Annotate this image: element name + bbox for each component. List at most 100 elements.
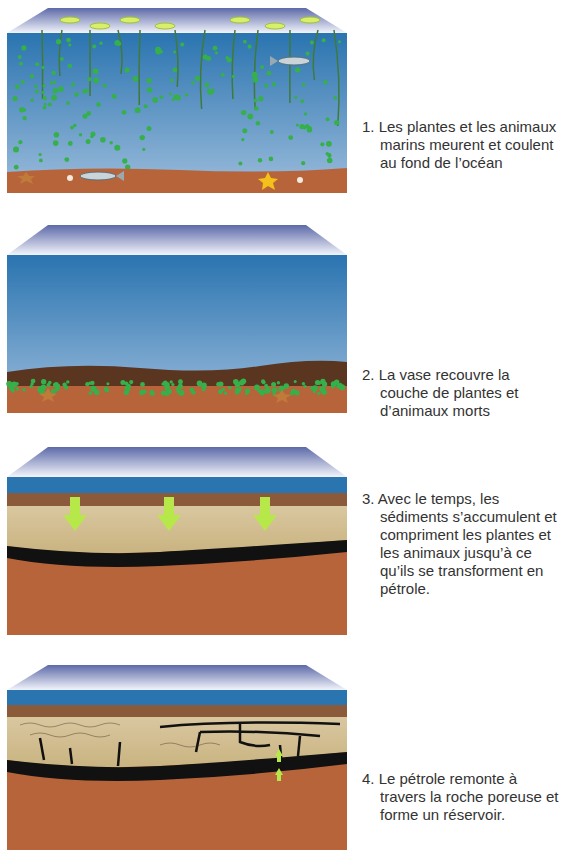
plankton-dot bbox=[39, 153, 42, 156]
plankton-dot bbox=[306, 52, 310, 56]
dead-matter-dot bbox=[304, 385, 307, 388]
dead-matter-dot bbox=[336, 383, 341, 388]
plant-stem bbox=[289, 30, 291, 103]
plankton-dot bbox=[135, 107, 141, 113]
plankton-dot bbox=[254, 99, 258, 103]
plankton-dot bbox=[144, 104, 148, 108]
plankton-dot bbox=[18, 140, 22, 144]
panel-4 bbox=[7, 665, 347, 850]
plankton-dot bbox=[299, 124, 304, 129]
dead-matter-dot bbox=[235, 388, 241, 394]
dead-matter-dot bbox=[338, 386, 341, 389]
panel-2 bbox=[6, 225, 347, 413]
plankton-dot bbox=[142, 148, 145, 151]
lily-pad bbox=[265, 23, 285, 29]
plankton-dot bbox=[215, 51, 218, 54]
plankton-dot bbox=[258, 96, 263, 101]
plankton-dot bbox=[52, 71, 56, 75]
plankton-dot bbox=[147, 126, 152, 131]
plankton-dot bbox=[66, 38, 71, 43]
plankton-dot bbox=[169, 92, 172, 95]
plankton-dot bbox=[301, 161, 305, 165]
plankton-dot bbox=[302, 83, 306, 87]
panel-1 bbox=[7, 8, 347, 193]
dead-matter-dot bbox=[277, 381, 280, 384]
plankton-dot bbox=[272, 82, 276, 86]
dead-matter-dot bbox=[106, 382, 109, 385]
dead-matter-dot bbox=[218, 381, 223, 386]
plant-stem bbox=[175, 30, 178, 87]
dead-matter-dot bbox=[89, 392, 92, 395]
plankton-dot bbox=[23, 108, 27, 112]
plankton-dot bbox=[39, 159, 43, 163]
plankton-dot bbox=[294, 96, 297, 99]
step-caption: 1. Les plantes et les animaux marins meu… bbox=[362, 118, 562, 172]
plankton-dot bbox=[248, 45, 252, 49]
plankton-dot bbox=[328, 154, 332, 158]
plankton-dot bbox=[79, 133, 82, 136]
plankton-dot bbox=[323, 80, 327, 84]
dead-matter-dot bbox=[322, 382, 327, 387]
dead-matter-dot bbox=[140, 382, 145, 387]
dead-matter-dot bbox=[22, 388, 26, 392]
plankton-dot bbox=[295, 67, 300, 72]
dead-matter-dot bbox=[124, 390, 129, 395]
dead-matter-dot bbox=[315, 380, 320, 385]
dead-matter-dot bbox=[191, 390, 195, 394]
dead-matter-dot bbox=[142, 390, 146, 394]
plankton-dot bbox=[70, 126, 74, 130]
dead-matter-dot bbox=[228, 386, 232, 390]
dead-matter-dot bbox=[179, 390, 185, 396]
dead-matter-dot bbox=[41, 385, 47, 391]
plankton-dot bbox=[155, 47, 161, 53]
plankton-dot bbox=[125, 68, 130, 73]
plankton-dot bbox=[51, 95, 57, 101]
plankton-dot bbox=[48, 102, 52, 106]
plankton-dot bbox=[114, 40, 120, 46]
dead-matter-dot bbox=[178, 380, 183, 385]
dead-matter-dot bbox=[163, 381, 168, 386]
lily-pad bbox=[155, 23, 175, 29]
plankton-dot bbox=[74, 92, 79, 97]
plankton-dot bbox=[22, 116, 26, 120]
lily-pad bbox=[60, 17, 80, 23]
step-caption: 3. Avec le temps, les sédiments s’accumu… bbox=[362, 490, 562, 598]
dead-matter-dot bbox=[272, 388, 278, 394]
plankton-dot bbox=[320, 142, 324, 146]
plankton-dot bbox=[238, 161, 242, 165]
plankton-dot bbox=[92, 45, 96, 49]
plankton-dot bbox=[260, 65, 264, 69]
plankton-dot bbox=[326, 117, 330, 121]
plankton-dot bbox=[264, 84, 268, 88]
plankton-dot bbox=[60, 57, 64, 61]
plankton-dot bbox=[221, 73, 225, 77]
dead-matter-dot bbox=[271, 382, 276, 387]
plankton-dot bbox=[21, 80, 25, 84]
plankton-dot bbox=[267, 71, 272, 76]
plankton-dot bbox=[68, 141, 73, 146]
plankton-dot bbox=[35, 62, 39, 66]
plankton-dot bbox=[117, 42, 121, 46]
plankton-dot bbox=[53, 81, 56, 84]
plankton-dot bbox=[68, 64, 73, 69]
plankton-dot bbox=[322, 38, 326, 42]
plankton-dot bbox=[256, 121, 261, 126]
plankton-dot bbox=[12, 96, 17, 101]
plankton-dot bbox=[133, 76, 139, 82]
plant-stem bbox=[232, 30, 235, 99]
plankton-dot bbox=[30, 99, 33, 102]
dead-matter-dot bbox=[294, 390, 299, 395]
plankton-dot bbox=[253, 77, 259, 83]
plankton-dot bbox=[15, 84, 20, 89]
dead-matter-dot bbox=[294, 380, 297, 383]
dead-matter-dot bbox=[48, 381, 52, 385]
lily-pad bbox=[300, 17, 320, 23]
dead-matter-dot bbox=[41, 379, 46, 384]
plankton-dot bbox=[99, 42, 102, 45]
plant-stem bbox=[41, 30, 43, 99]
plankton-dot bbox=[173, 68, 178, 73]
plankton-dot bbox=[56, 39, 61, 44]
plankton-dot bbox=[122, 158, 127, 163]
plant-stem bbox=[138, 30, 140, 105]
plankton-dot bbox=[180, 43, 184, 47]
